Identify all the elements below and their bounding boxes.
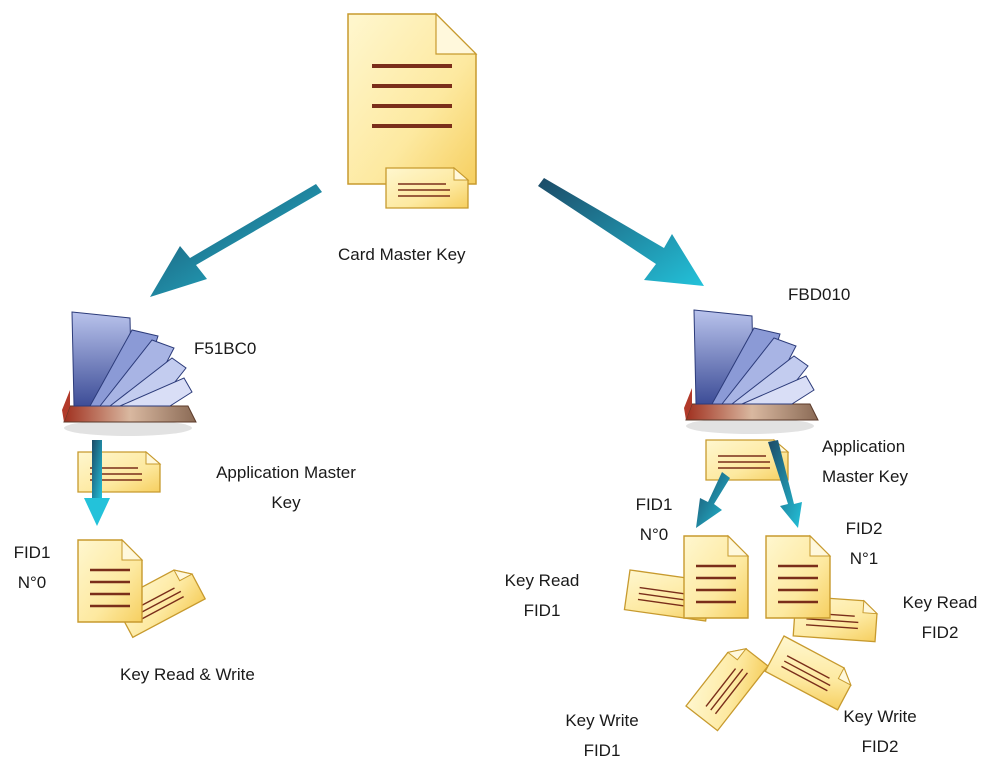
arrow-to-app-fbd010	[538, 178, 704, 286]
app-fbd010-fid2-write-line1: Key Write	[843, 707, 917, 726]
app-f51bc0-master-key-line1: Application Master	[216, 463, 356, 482]
app-fbd010-fid2-read-line2: FID2	[921, 623, 959, 642]
arrow-app-fbd010-to-fid1	[696, 472, 730, 528]
app-fbd010-fid1-read-key-label: Key Read FID1	[494, 566, 590, 626]
app-fbd010-fid1-write-key-label: Key Write FID1	[550, 706, 654, 766]
app-f51bc0-master-key-icon	[77, 451, 161, 493]
app-fbd010-fid1-write-line1: Key Write	[565, 711, 639, 730]
arrow-to-app-f51bc0	[150, 184, 322, 297]
app-f51bc0-fid1-label: FID1 N°0	[6, 538, 58, 598]
app-fbd010-aid-label: FBD010	[788, 285, 851, 304]
app-f51bc0-fid1-id: FID1	[13, 543, 51, 562]
app-f51bc0-master-key-label: Application Master Key	[178, 458, 394, 518]
card-master-key-label: Card Master Key	[338, 245, 466, 264]
app-f51bc0-fid1-number: N°0	[17, 573, 47, 592]
app-f51bc0-fid1-key-label: Key Read & Write	[120, 665, 255, 684]
app-fbd010-fid2-write-line2: FID2	[861, 737, 899, 756]
app-fbd010-fid1-read-line2: FID1	[523, 601, 561, 620]
app-fbd010-master-key-label: Application Master Key	[822, 432, 962, 492]
app-fbd010-fid2-write-key-label: Key Write FID2	[828, 702, 932, 762]
app-f51bc0-folder-icon	[61, 311, 197, 437]
app-fbd010-fid1-read-line1: Key Read	[504, 571, 580, 590]
app-f51bc0-master-key-line2: Key	[271, 493, 301, 512]
app-fbd010-master-key-line2: Master Key	[822, 467, 908, 486]
card-master-document-icon	[346, 12, 478, 209]
app-fbd010-fid1-number: N°0	[639, 525, 669, 544]
app-fbd010-file-fid1-icon	[623, 534, 769, 732]
app-fbd010-master-key-line1: Application	[822, 437, 906, 456]
arrow-app-fbd010-to-fid2	[768, 440, 802, 528]
app-fbd010-fid1-id: FID1	[635, 495, 673, 514]
app-fbd010-fid2-read-key-label: Key Read FID2	[892, 588, 988, 648]
app-f51bc0-file-fid1-icon	[76, 538, 206, 639]
app-fbd010-fid2-label: FID2 N°1	[838, 514, 890, 574]
app-f51bc0-aid-label: F51BC0	[194, 339, 257, 358]
app-fbd010-fid2-number: N°1	[849, 549, 879, 568]
app-fbd010-fid1-write-line2: FID1	[583, 741, 621, 760]
app-fbd010-fid2-id: FID2	[845, 519, 883, 538]
app-fbd010-folder-icon	[683, 309, 819, 435]
app-fbd010-fid2-read-line1: Key Read	[902, 593, 978, 612]
arrow-app-f51bc0-to-file	[84, 440, 110, 526]
app-fbd010-fid1-label: FID1 N°0	[628, 490, 680, 550]
